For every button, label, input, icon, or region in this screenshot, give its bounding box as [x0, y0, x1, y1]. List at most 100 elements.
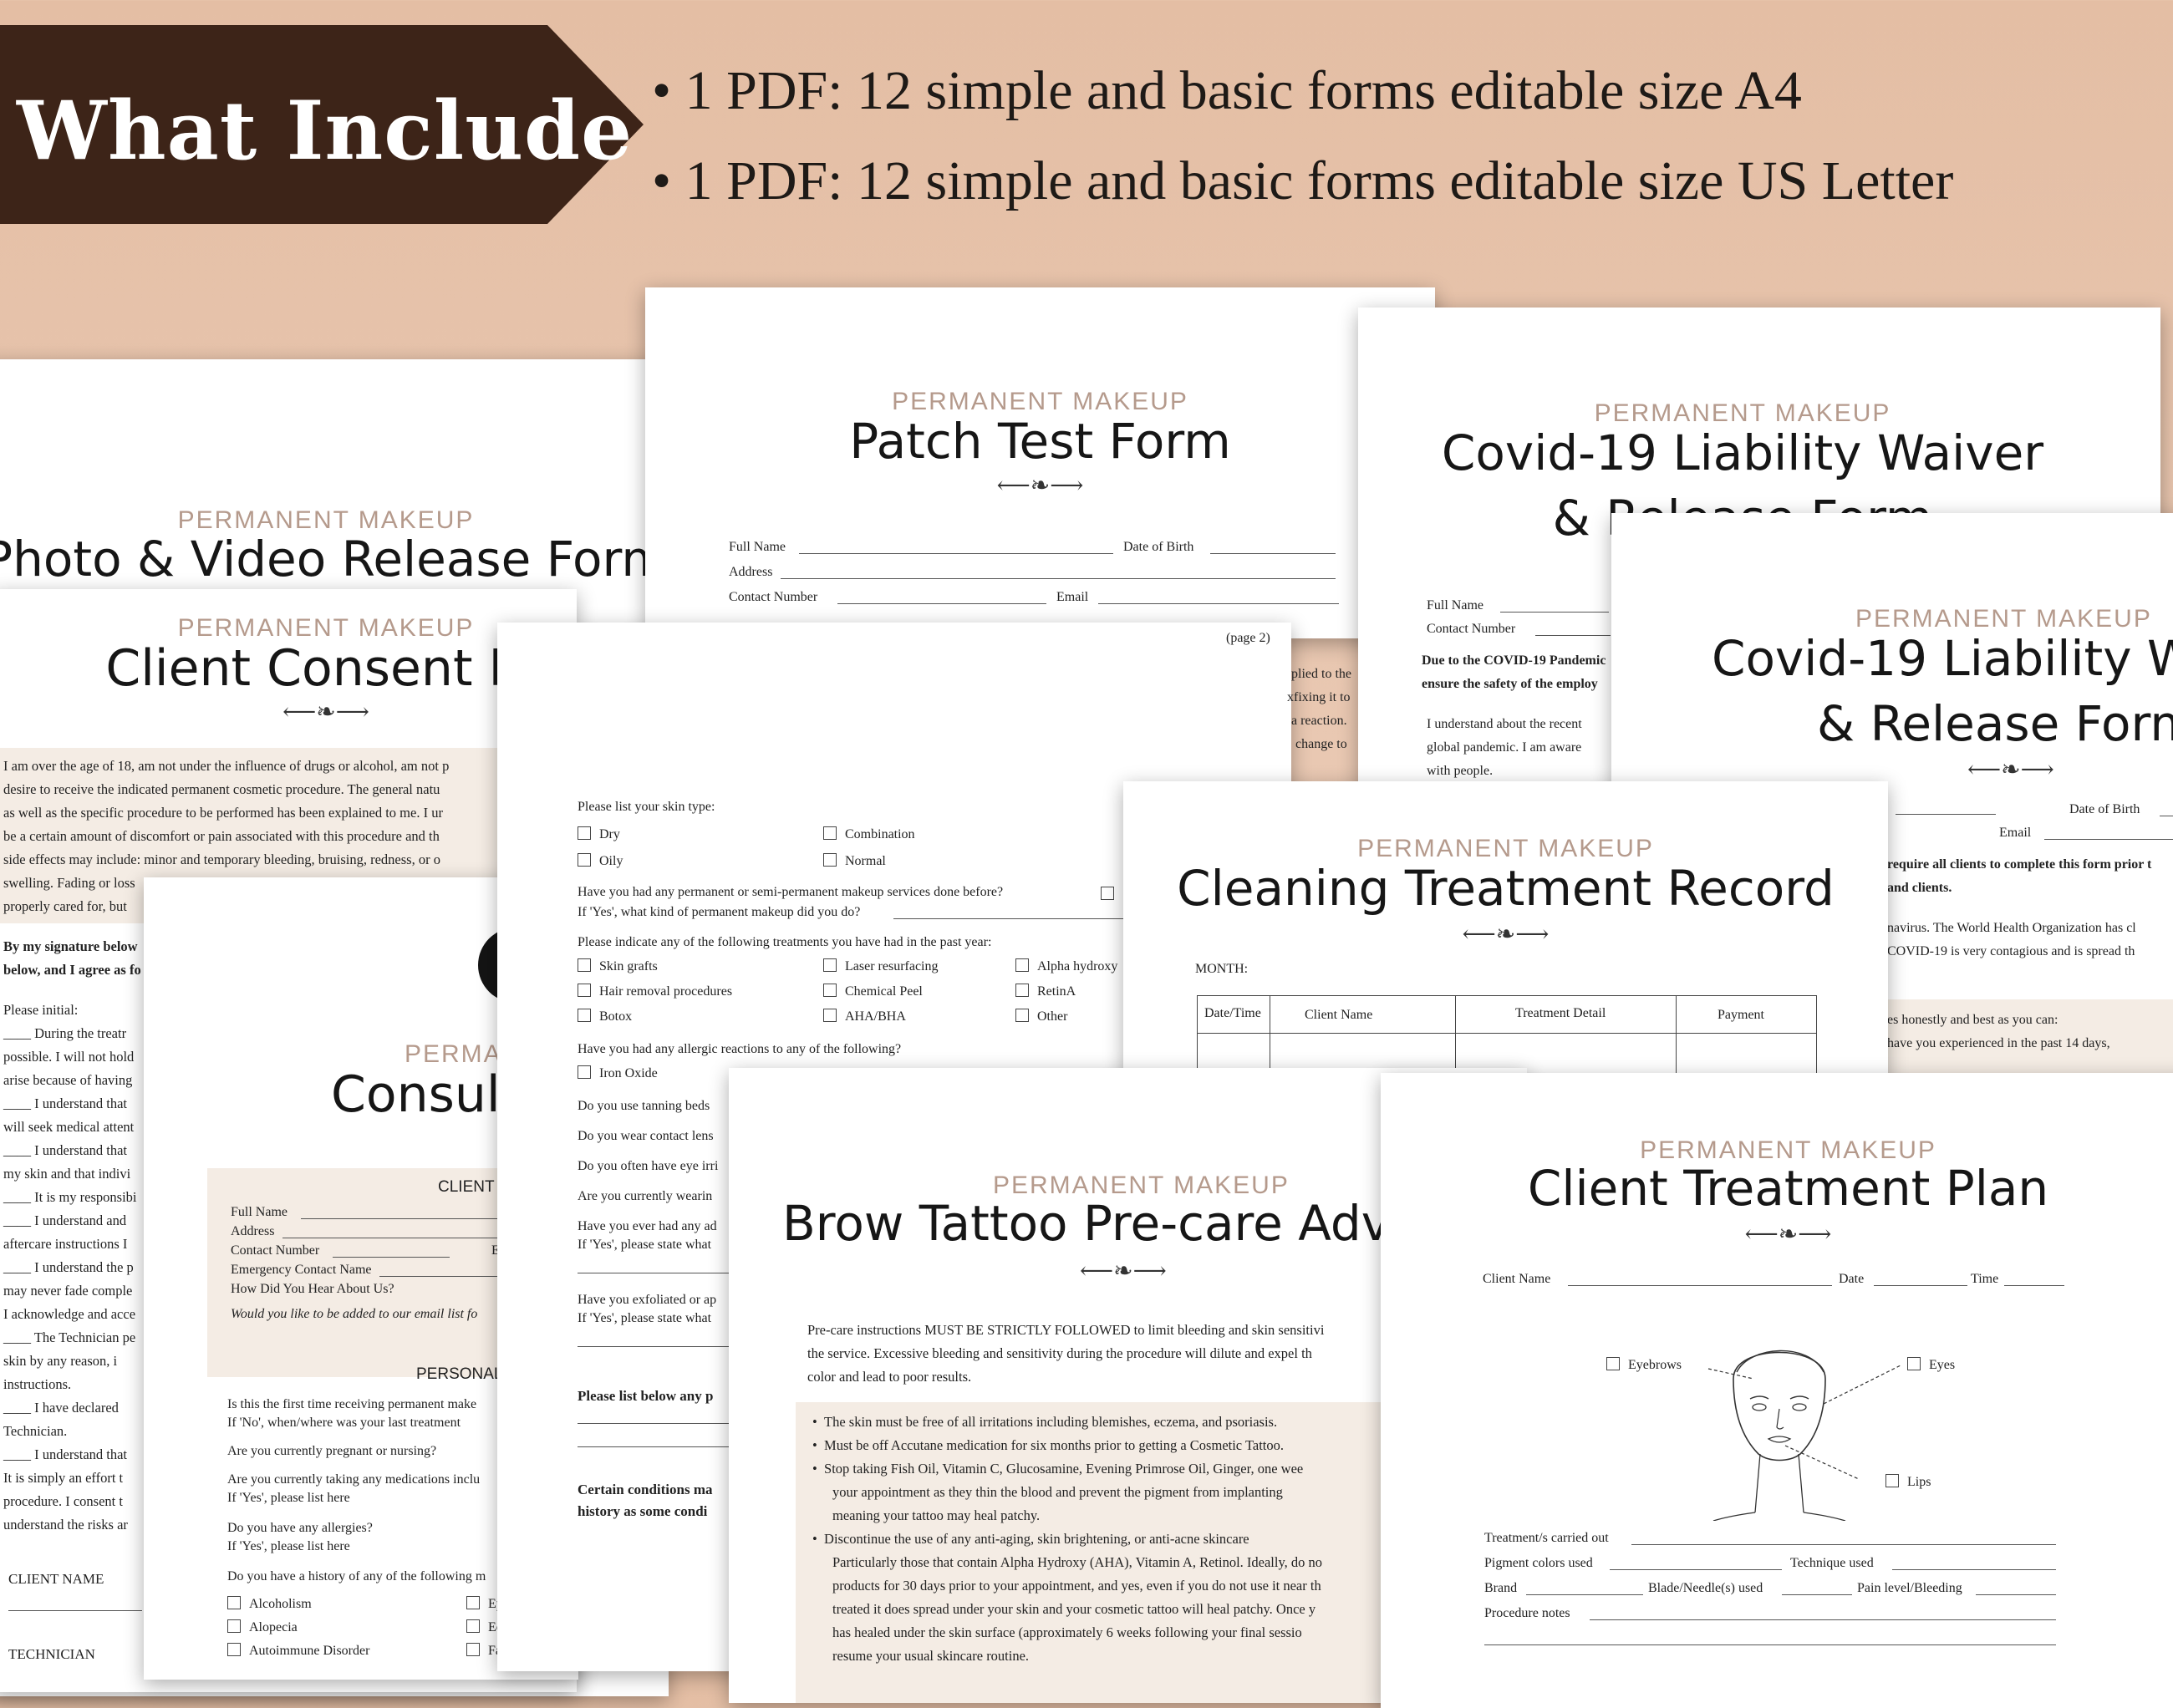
- cleaning-treatment-record: PERMANENT MAKEUP Cleaning Treatment Reco…: [1123, 781, 1888, 1082]
- pigment-line[interactable]: [1610, 1569, 1782, 1570]
- checkbox[interactable]: [578, 853, 591, 867]
- covid1-kicker: PERMANENT MAKEUP: [1594, 399, 1891, 427]
- treatment-other[interactable]: Other: [1015, 1009, 1067, 1024]
- full-name-line[interactable]: [1500, 612, 1609, 613]
- skin-dry[interactable]: Dry: [578, 826, 620, 842]
- consultation-title: Consult: [331, 1065, 521, 1124]
- patch-test-title: Patch Test Form: [849, 413, 1231, 470]
- list-answer-line-1[interactable]: [578, 1423, 761, 1424]
- skin-combination[interactable]: Combination: [823, 826, 915, 842]
- allergen-iron-oxide[interactable]: Iron Oxide: [578, 1065, 658, 1081]
- treatments-line[interactable]: [1631, 1544, 2056, 1545]
- time-line[interactable]: [2004, 1285, 2064, 1286]
- treatment-aha-bha[interactable]: AHA/BHA: [823, 1009, 906, 1024]
- full-name-line[interactable]: [799, 553, 1113, 554]
- contact-number-line[interactable]: [1535, 635, 1611, 636]
- table-header-row: [1198, 996, 1816, 1034]
- condition-fa[interactable]: Fa: [466, 1643, 501, 1659]
- dob-line[interactable]: [1210, 553, 1336, 554]
- checkbox[interactable]: [466, 1596, 480, 1609]
- checkbox[interactable]: [1101, 887, 1114, 900]
- pain-level-line[interactable]: [1976, 1594, 2056, 1595]
- treatment-plan-title: Client Treatment Plan: [1527, 1160, 2049, 1217]
- brand-line[interactable]: [1526, 1594, 1643, 1595]
- treatment-skin-grafts[interactable]: Skin grafts: [578, 958, 658, 974]
- checkbox[interactable]: [1015, 958, 1029, 972]
- condition-alopecia[interactable]: Alopecia: [227, 1619, 298, 1635]
- list-item: • The skin must be free of all irritatio…: [812, 1414, 1278, 1430]
- checkbox[interactable]: [823, 853, 837, 867]
- checkbox[interactable]: [823, 1009, 837, 1022]
- skin-oily[interactable]: Oily: [578, 853, 623, 869]
- full-name-line[interactable]: [301, 1218, 578, 1219]
- checkbox[interactable]: [823, 958, 837, 972]
- email-line[interactable]: [1098, 603, 1339, 604]
- checkbox[interactable]: [823, 984, 837, 997]
- list-answer-line-2[interactable]: [578, 1446, 761, 1447]
- treatment-retina[interactable]: RetinA: [1015, 984, 1076, 999]
- checkbox[interactable]: [1606, 1357, 1620, 1370]
- contact-number-line[interactable]: [837, 603, 1046, 604]
- field-pain-level: Pain level/Bleeding: [1857, 1581, 1962, 1595]
- checkbox[interactable]: [578, 958, 591, 972]
- checkbox[interactable]: [466, 1643, 480, 1656]
- treatment-botox[interactable]: Botox: [578, 1009, 632, 1024]
- blade-line[interactable]: [1782, 1594, 1852, 1595]
- skin-normal[interactable]: Normal: [823, 853, 886, 869]
- brow-instructions-list: • The skin must be free of all irritatio…: [812, 1411, 1527, 1668]
- question-first-time: Is this the first time receiving permane…: [227, 1397, 477, 1411]
- treatment-hair-removal[interactable]: Hair removal procedures: [578, 984, 732, 999]
- client-name-line[interactable]: [8, 1610, 142, 1611]
- signature-intro: By my signature below below, and I agree…: [3, 938, 141, 978]
- email-line[interactable]: [2044, 839, 2173, 840]
- treatment-chemical-peel[interactable]: Chemical Peel: [823, 984, 923, 999]
- checkbox[interactable]: [227, 1643, 241, 1656]
- condition-autoimmune[interactable]: Autoimmune Disorder: [227, 1643, 369, 1659]
- initials-list: Please initial: ____ During the treatr p…: [3, 1002, 137, 1533]
- address-line[interactable]: [781, 578, 1336, 579]
- question-med-list: If 'Yes', please list here: [227, 1491, 350, 1505]
- area-eyebrows[interactable]: Eyebrows: [1606, 1357, 1682, 1373]
- condition-alcoholism[interactable]: Alcoholism: [227, 1596, 312, 1612]
- table-col-divider: [1455, 996, 1456, 1082]
- procedure-notes-line-2[interactable]: [1484, 1644, 2056, 1645]
- pmu-answer-line[interactable]: [893, 918, 1144, 919]
- checkbox[interactable]: [1015, 984, 1029, 997]
- technique-line[interactable]: [1892, 1569, 2056, 1570]
- full-name-line[interactable]: [1896, 814, 1996, 815]
- checkbox[interactable]: [227, 1596, 241, 1609]
- question-allergies: Do you have any allergies?: [227, 1521, 373, 1535]
- checkbox[interactable]: [578, 1009, 591, 1022]
- client-consent-kicker: PERMANENT MAKEUP: [177, 614, 475, 642]
- area-lips[interactable]: Lips: [1885, 1474, 1931, 1490]
- area-eyes[interactable]: Eyes: [1907, 1357, 1955, 1373]
- emergency-contact-line[interactable]: [379, 1276, 578, 1277]
- cleaning-kicker: PERMANENT MAKEUP: [1357, 835, 1654, 862]
- treatment-laser[interactable]: Laser resurfacing: [823, 958, 939, 974]
- checkbox[interactable]: [1907, 1357, 1921, 1370]
- exfoliated-answer-line[interactable]: [578, 1346, 761, 1347]
- procedure-notes-line[interactable]: [1590, 1619, 2056, 1620]
- question-medications: Are you currently taking any medications…: [227, 1472, 481, 1487]
- field-dob: Date of Birth: [1123, 540, 1194, 554]
- certain-conditions-line2: history as some condi: [578, 1503, 708, 1519]
- allergy-question: Have you had any allergic reactions to a…: [578, 1042, 902, 1056]
- checkbox[interactable]: [1015, 1009, 1029, 1022]
- client-name-line[interactable]: [1568, 1285, 1832, 1286]
- checkbox[interactable]: [578, 826, 591, 840]
- banner-arrow-shape: [0, 25, 644, 224]
- checkbox[interactable]: [578, 1065, 591, 1079]
- checkbox[interactable]: [823, 826, 837, 840]
- treatment-alpha-hydroxy[interactable]: Alpha hydroxy: [1015, 958, 1117, 974]
- date-line[interactable]: [1874, 1285, 1967, 1286]
- checkbox[interactable]: [1885, 1474, 1899, 1487]
- checkbox[interactable]: [466, 1619, 480, 1633]
- checkbox[interactable]: [578, 984, 591, 997]
- list-item: • Discontinue the use of any anti-aging,…: [812, 1531, 1249, 1547]
- question-last-treatment: If 'No', when/where was your last treatm…: [227, 1416, 461, 1430]
- what-include-banner: What Include: [0, 25, 644, 224]
- checkbox[interactable]: [227, 1619, 241, 1633]
- question-contacts: Do you wear contact lens: [578, 1129, 714, 1143]
- treatments-question: Please indicate any of the following tre…: [578, 935, 992, 949]
- contact-number-line[interactable]: [333, 1257, 450, 1258]
